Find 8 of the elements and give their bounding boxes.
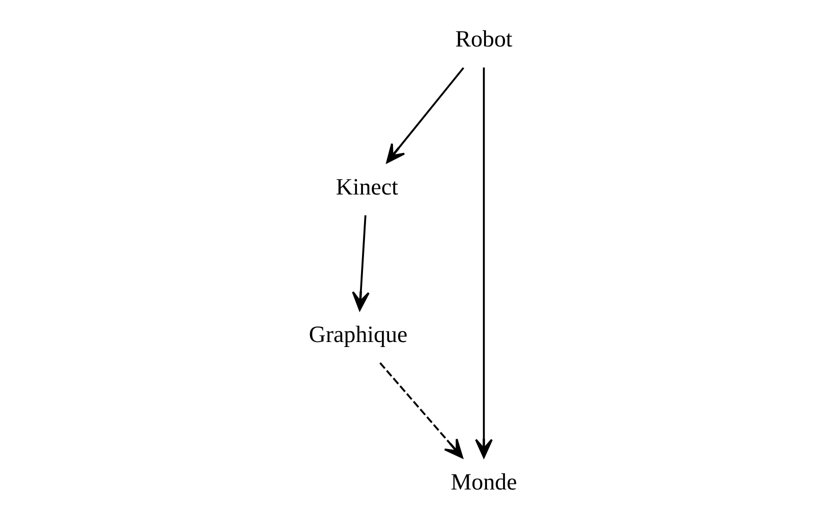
arrow (378, 362, 463, 458)
arrow (386, 67, 464, 164)
node-text: Kinect (335, 174, 398, 200)
arrow (474, 68, 492, 458)
node-text: Robot (454, 26, 512, 53)
node-text: Monde (450, 469, 516, 496)
node-text: Graphique (308, 322, 408, 348)
arrow (351, 215, 370, 311)
